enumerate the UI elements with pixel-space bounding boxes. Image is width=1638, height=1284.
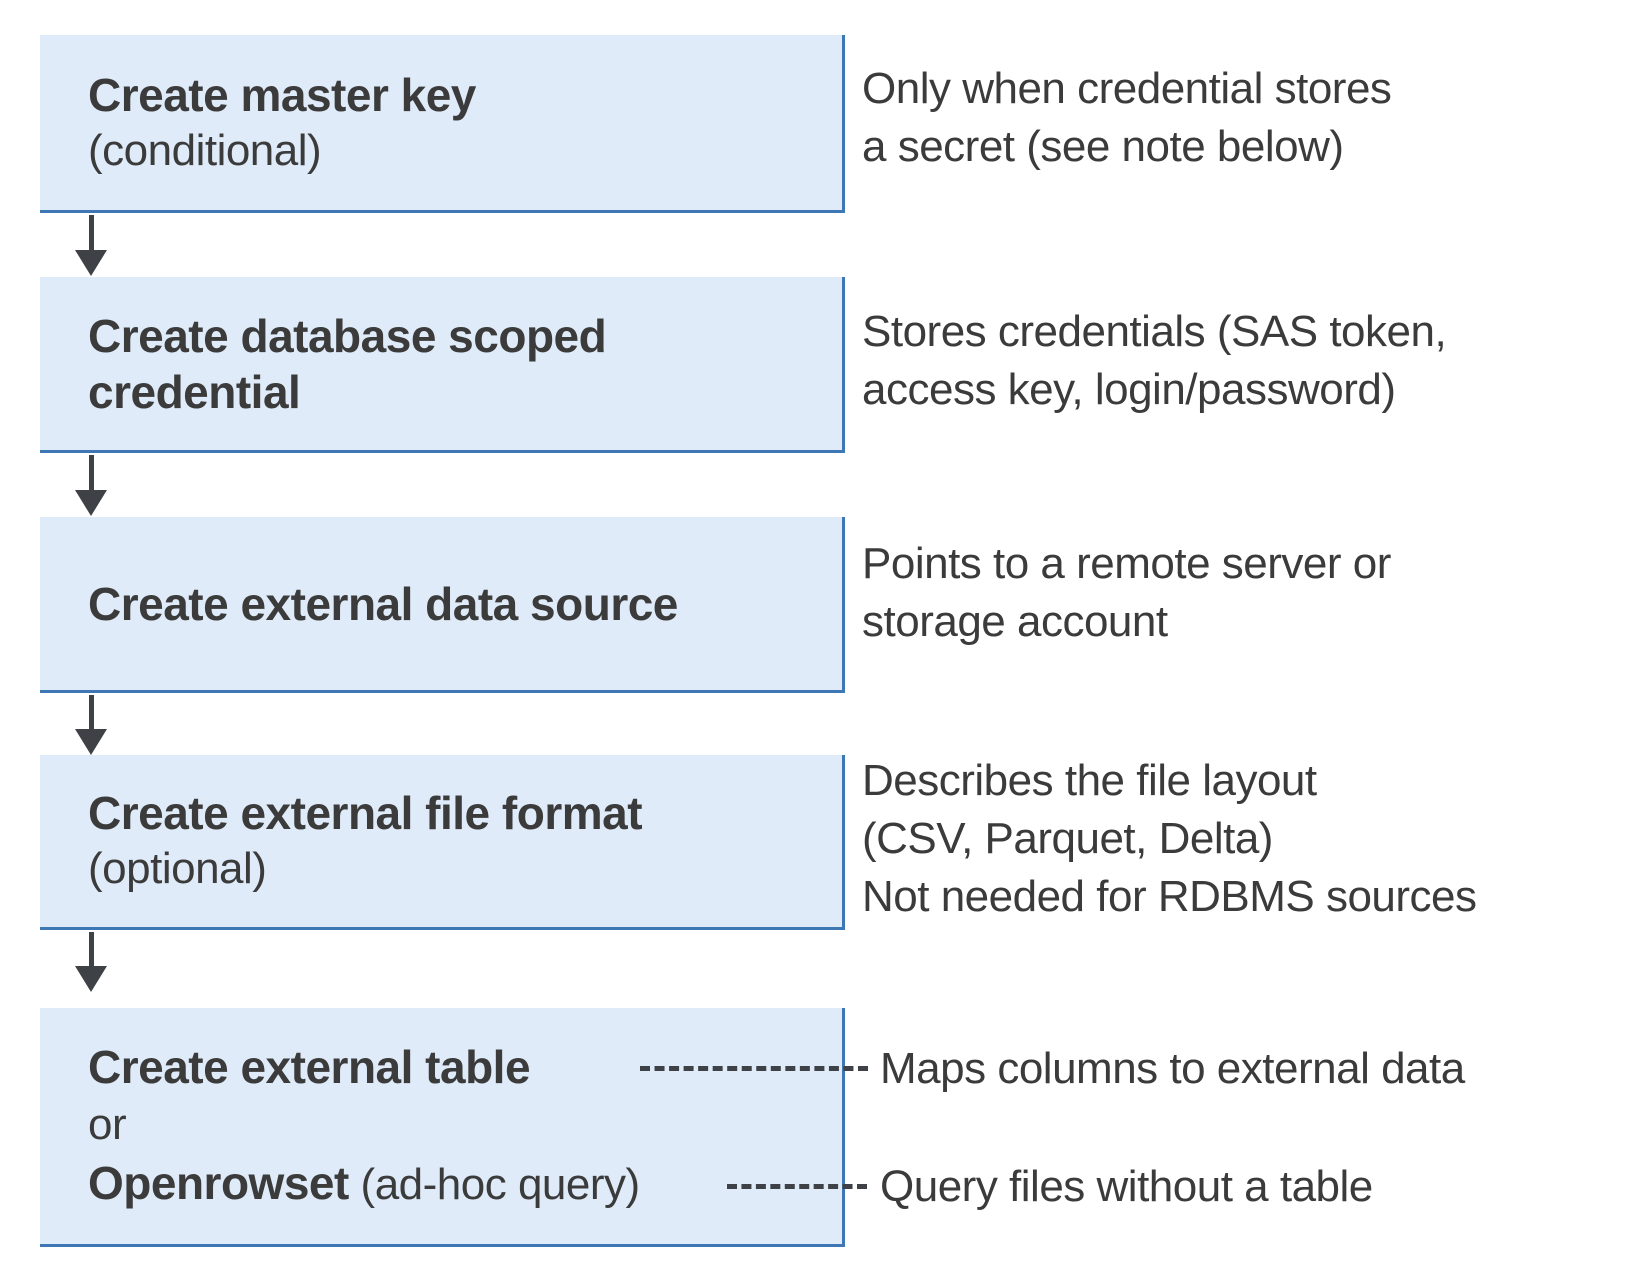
- note-external-file-format: Describes the file layout (CSV, Parquet,…: [862, 756, 1477, 921]
- step-subtitle: (conditional): [88, 125, 322, 175]
- note-external-table: Maps columns to external data: [880, 1044, 1465, 1093]
- dashed-connector-external-table: [640, 1066, 868, 1071]
- step-or-label: or: [88, 1100, 127, 1149]
- arrow-down-icon: [75, 250, 107, 276]
- dashed-connector-openrowset: [727, 1184, 867, 1189]
- step-title: Create external table: [88, 1041, 531, 1093]
- step-title: Create external data source: [88, 577, 678, 630]
- adhoc-query-label: (ad-hoc query): [348, 1160, 641, 1209]
- step-title: Create database scoped credential: [88, 309, 607, 418]
- step-subtitle: (optional): [88, 844, 267, 893]
- note-openrowset: Query files without a table: [880, 1162, 1373, 1211]
- step-box-create-database-scoped-credential: Create database scoped credential: [40, 277, 845, 453]
- step-box-create-external-file-format: Create external file format (optional): [40, 755, 845, 930]
- arrow-down-icon: [75, 966, 107, 992]
- step-title: Create external file format: [88, 787, 643, 839]
- note-external-data-source: Points to a remote server or storage acc…: [862, 539, 1391, 646]
- step-box-create-external-table-or-openrowset: Create external table or Openrowset (ad-…: [40, 1008, 845, 1247]
- step-title: Create master key: [88, 68, 476, 121]
- openrowset-label: Openrowset: [88, 1157, 349, 1209]
- step-alt-title: Openrowset (ad-hoc query): [88, 1154, 640, 1214]
- arrow-shaft: [89, 455, 94, 493]
- arrow-shaft: [89, 215, 94, 253]
- note-scoped-credential: Stores credentials (SAS token, access ke…: [862, 307, 1447, 414]
- step-box-create-master-key: Create master key (conditional): [40, 35, 845, 213]
- arrow-shaft: [89, 695, 94, 732]
- arrow-shaft: [89, 932, 94, 969]
- arrow-down-icon: [75, 490, 107, 516]
- step-box-create-external-data-source: Create external data source: [40, 517, 845, 693]
- note-master-key: Only when credential stores a secret (se…: [862, 64, 1392, 171]
- arrow-down-icon: [75, 729, 107, 755]
